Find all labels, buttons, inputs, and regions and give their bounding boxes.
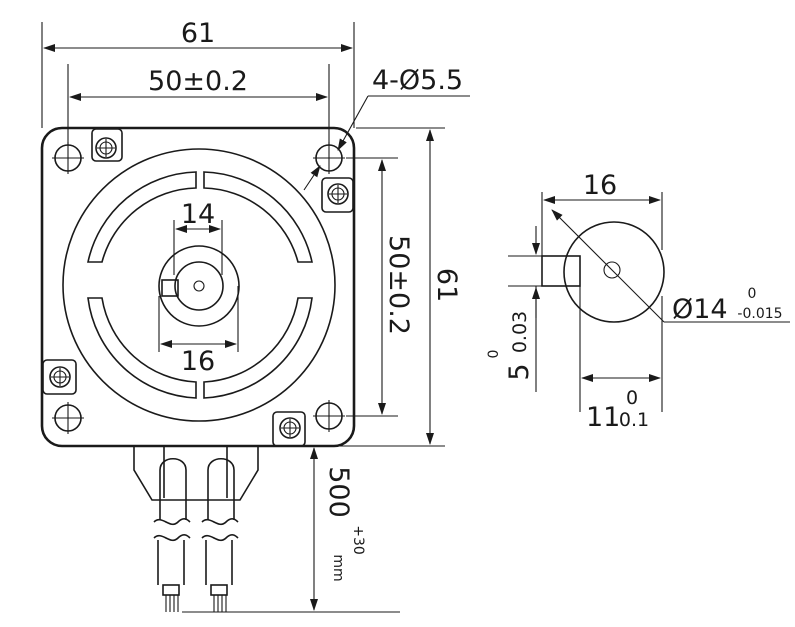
- label-key-tol-low: 0.03: [509, 311, 531, 353]
- label-shaft-len-tol-low: 0.1: [619, 409, 649, 431]
- label-shaft-length: 11: [586, 402, 620, 433]
- dim-overall-height: [300, 127, 445, 447]
- label-shaft-len-tol-up: 0: [626, 387, 638, 409]
- screw-head: [42, 359, 77, 395]
- shaft-view: 16 Ø14 0 -0.015 5 0 0.03 11 0 0.1: [486, 170, 790, 433]
- label-shaft-diameter: Ø14: [672, 294, 728, 325]
- lead-wires: [133, 447, 259, 612]
- label-shaft-diam-tol-low: -0.015: [737, 306, 782, 322]
- mount-hole: [52, 402, 84, 434]
- label-shaft-outer: 16: [583, 170, 617, 201]
- shaft-center: [193, 280, 205, 292]
- dim-hole-spacing-h: [67, 64, 330, 145]
- leader-mount-holes: [303, 95, 470, 191]
- motor-body-outline: [40, 126, 356, 448]
- mount-hole: [313, 400, 345, 432]
- label-shaft-diam-tol-up: 0: [748, 286, 757, 302]
- dim-hole-spacing-v: [346, 157, 398, 417]
- leader-shaft-diameter: [551, 209, 790, 323]
- label-overall-width: 61: [181, 18, 215, 49]
- dim-shaft-outer: [541, 192, 663, 256]
- dim-shaft-length: [579, 286, 663, 412]
- shaft-section-circle: [563, 221, 665, 323]
- dim-lead-length: [182, 447, 400, 613]
- shaft-key: [161, 279, 179, 297]
- ring-slots: [87, 171, 313, 399]
- label-hole-spacing-v: 50±0.2: [383, 235, 414, 335]
- label-mount-holes: 4-Ø5.5: [372, 65, 463, 96]
- screw-head: [91, 128, 123, 162]
- dim-overall-width: [41, 22, 355, 128]
- label-key-height: 5: [504, 363, 535, 380]
- label-key-tol-up: 0: [486, 350, 502, 359]
- label-lead-tol: +30: [350, 525, 366, 555]
- shaft-section-center: [603, 261, 621, 279]
- shaft-section-key: [541, 255, 581, 287]
- dim-inner-diameter: [173, 220, 223, 275]
- mount-hole: [52, 142, 84, 174]
- front-view: 61 50±0.2 4-Ø5.5 50±0.2 61: [40, 18, 470, 613]
- dim-hub-diameter: [158, 286, 239, 352]
- label-hole-spacing-h: 50±0.2: [148, 66, 248, 97]
- stator-outer-ring: [62, 148, 336, 422]
- label-lead-unit: mm: [330, 554, 346, 581]
- label-hub-diameter: 16: [181, 346, 215, 377]
- shaft-circle: [174, 261, 224, 311]
- label-lead-length: 500: [323, 466, 354, 518]
- label-overall-height: 61: [431, 268, 462, 302]
- screw-head: [272, 411, 306, 447]
- hub-outer: [158, 245, 240, 327]
- label-inner-diameter: 14: [181, 199, 215, 230]
- screw-head: [321, 177, 354, 213]
- dim-key-height: [508, 226, 542, 392]
